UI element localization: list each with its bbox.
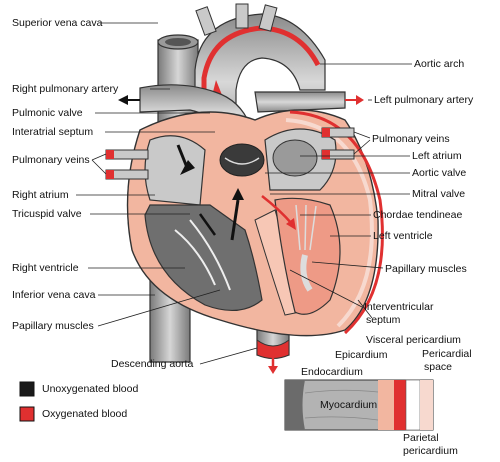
pulmonary-veins-left-shape (105, 149, 149, 180)
pulmonic-valve-shape (219, 143, 265, 177)
legend-unoxygenated-swatch (19, 381, 35, 397)
label-mitral-valve: Mitral valve (412, 188, 466, 200)
label-left-pulmonary-artery: Left pulmonary artery (374, 94, 474, 106)
label-right-pulmonary-artery: Right pulmonary artery (12, 83, 119, 95)
legend-oxygenated-swatch (19, 406, 35, 422)
label-parietal-pericardium-2: pericardium (403, 445, 458, 457)
legend-oxygenated-label: Oxygenated blood (42, 408, 128, 420)
pericardium-shape (289, 110, 384, 335)
label-descending-aorta: Descending aorta (111, 358, 194, 370)
label-pulmonary-veins-left: Pulmonary veins (12, 154, 90, 166)
label-left-atrium: Left atrium (412, 150, 462, 162)
label-epicardium: Epicardium (335, 349, 388, 361)
label-chordae-tendineae: Chordae tendineae (373, 209, 463, 221)
label-tricuspid-valve: Tricuspid valve (12, 208, 82, 220)
label-endocardium: Endocardium (301, 366, 363, 378)
label-interventricular-septum-2: septum (366, 314, 401, 326)
label-superior-vena-cava: Superior vena cava (12, 17, 103, 29)
label-interventricular-septum-1: Interventricular (364, 301, 434, 313)
label-aortic-valve: Aortic valve (412, 167, 467, 179)
label-papillary-muscles-right: Papillary muscles (385, 263, 467, 275)
label-visceral-pericardium: Visceral pericardium (366, 334, 461, 346)
label-myocardium: Myocardium (320, 399, 378, 411)
label-papillary-muscles-left: Papillary muscles (12, 320, 94, 332)
label-pulmonic-valve: Pulmonic valve (12, 107, 83, 119)
label-right-ventricle: Right ventricle (12, 262, 79, 274)
label-pulmonary-veins-right: Pulmonary veins (372, 133, 450, 145)
label-right-atrium: Right atrium (12, 189, 69, 201)
label-interatrial-septum: Interatrial septum (12, 126, 94, 138)
label-inferior-vena-cava: Inferior vena cava (12, 289, 96, 301)
label-parietal-pericardium-1: Parietal (403, 432, 439, 444)
legend-unoxygenated-label: Unoxygenated blood (42, 383, 139, 395)
pulmonary-veins-right-shape (321, 127, 355, 160)
wall-layers-inset (284, 379, 434, 431)
label-pericardial-space-1: Pericardial (422, 348, 472, 360)
leader-lines (76, 22, 419, 416)
label-pericardial-space-2: space (424, 361, 453, 373)
label-aortic-arch: Aortic arch (414, 58, 465, 70)
label-left-ventricle: Left ventricle (373, 230, 433, 242)
